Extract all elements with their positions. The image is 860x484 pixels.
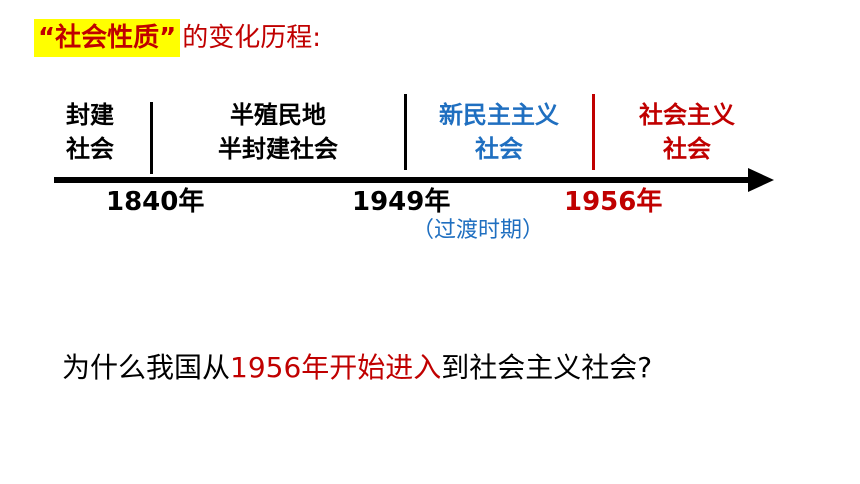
transition-period-label: （过渡时期） (412, 218, 545, 243)
slide-title: “社会性质” 的变化历程: (34, 18, 321, 58)
divider-1949 (404, 94, 407, 170)
divider-1956 (592, 94, 595, 170)
year-1956: 1956年 (564, 187, 663, 217)
era-feudal-line2: 社会 (66, 135, 114, 163)
year-1840: 1840年 (106, 187, 205, 217)
era-feudal: 封建 社会 (58, 98, 122, 166)
question-text: 为什么我国从1956年开始进入到社会主义社会? (62, 348, 652, 388)
question-part2: 到社会主义社会? (441, 351, 653, 384)
era-new-democratic: 新民主主义 社会 (418, 98, 580, 166)
divider-1840 (150, 102, 153, 174)
era-semi-colonial: 半殖民地 半封建社会 (188, 98, 368, 166)
question-highlight: 1956年开始进入 (230, 351, 442, 384)
era-socialist-line1: 社会主义 (639, 101, 735, 129)
year-1949: 1949年 (352, 187, 451, 217)
era-socialist-line2: 社会 (663, 135, 711, 163)
title-highlight: “社会性质” (34, 19, 181, 57)
title-text: 的变化历程: (182, 23, 321, 53)
era-new-democratic-line2: 社会 (475, 135, 523, 163)
era-socialist: 社会主义 社会 (622, 98, 752, 166)
era-semi-colonial-line1: 半殖民地 (230, 101, 326, 129)
era-semi-colonial-line2: 半封建社会 (218, 135, 338, 163)
timeline-arrow-icon (748, 168, 774, 192)
era-feudal-line1: 封建 (66, 101, 114, 129)
era-new-democratic-line1: 新民主主义 (439, 101, 559, 129)
question-part1: 为什么我国从 (62, 351, 231, 384)
timeline-axis (54, 177, 754, 183)
